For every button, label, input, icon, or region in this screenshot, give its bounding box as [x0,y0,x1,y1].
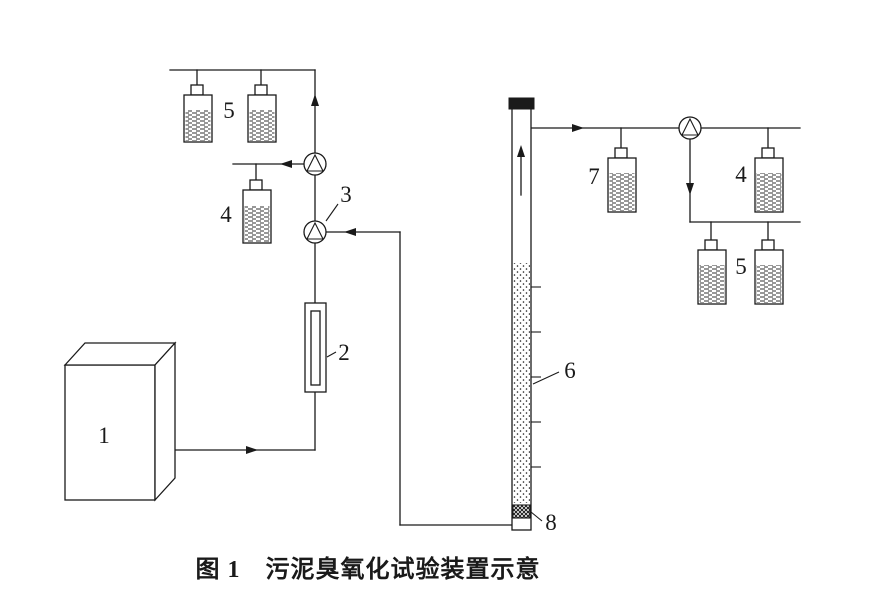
arrow-right-generator [246,446,258,454]
absorption-bottle-7: 7 [588,147,637,213]
bottle-liquid [185,110,211,141]
label-column: 6 [564,358,576,383]
bottle-liquid [609,173,635,211]
generator-front-face [64,364,156,501]
bottle-cap [249,179,263,191]
pump-upper-triangle [306,153,324,172]
absorption-bottles-5-left: 5 [183,84,277,143]
flowmeter: 2 [304,302,350,393]
bottle-cap [761,239,775,251]
pump-right-triangle [681,117,699,136]
ozone-generator: 1 [63,341,177,502]
diffuser: 8 [512,504,557,535]
label-diffuser: 8 [545,510,557,535]
label-bottle5-right: 5 [735,254,747,279]
bottle-cap [190,84,204,96]
bottle-liquid [756,173,782,211]
pump-upper-icon [303,152,327,176]
arrow-valve-to-column [344,228,356,236]
diffuser-stone [512,504,531,519]
label-flowmeter: 2 [338,340,350,365]
flowmeter-tube [310,310,321,386]
flow-arrows [246,94,694,454]
bottle-liquid [699,265,725,303]
bottle-cap [254,84,268,96]
pipes [169,69,801,526]
column-top-cap [508,97,535,110]
arrow-offgas-right [572,124,584,132]
arrow-pump-down [686,183,694,195]
label-bottle4-right: 4 [735,162,747,187]
bottle-cap [614,147,628,159]
absorption-bottles-5-right: 5 [697,239,784,305]
absorption-bottle-4-left: 4 [220,179,272,244]
offgas-pump [678,116,702,140]
label-bottle4-left: 4 [220,202,232,227]
bottle-liquid [756,265,782,303]
reaction-column: 6 [508,97,576,531]
generator-side-face [154,341,176,502]
absorption-bottle-4-right: 4 [735,147,784,213]
column-leader [532,371,560,385]
pump-lower-triangle [306,221,324,240]
bottle-liquid [244,206,270,242]
diffuser-leader [530,511,543,522]
pump-right-icon [678,116,702,140]
label-bottle5-left: 5 [223,98,235,123]
arrow-up-in-column [517,145,525,157]
figure-caption: 图 1 污泥臭氧化试验装置示意 [196,555,541,583]
arrow-left-to-bottle4 [280,160,292,168]
bottle-cap [704,239,718,251]
arrow-up-to-top-bottles [311,94,319,106]
label-generator: 1 [98,423,110,448]
bottle-cap [761,147,775,159]
flowmeter-leader [326,351,337,358]
valve-pump-assembly: 3 [303,152,352,244]
bottle-liquid [249,110,275,141]
label-bottle7: 7 [588,164,600,189]
label-valve: 3 [340,182,352,207]
valve-leader [325,203,339,222]
column-sludge-fill [513,263,530,503]
pump-lower-icon [303,220,327,244]
